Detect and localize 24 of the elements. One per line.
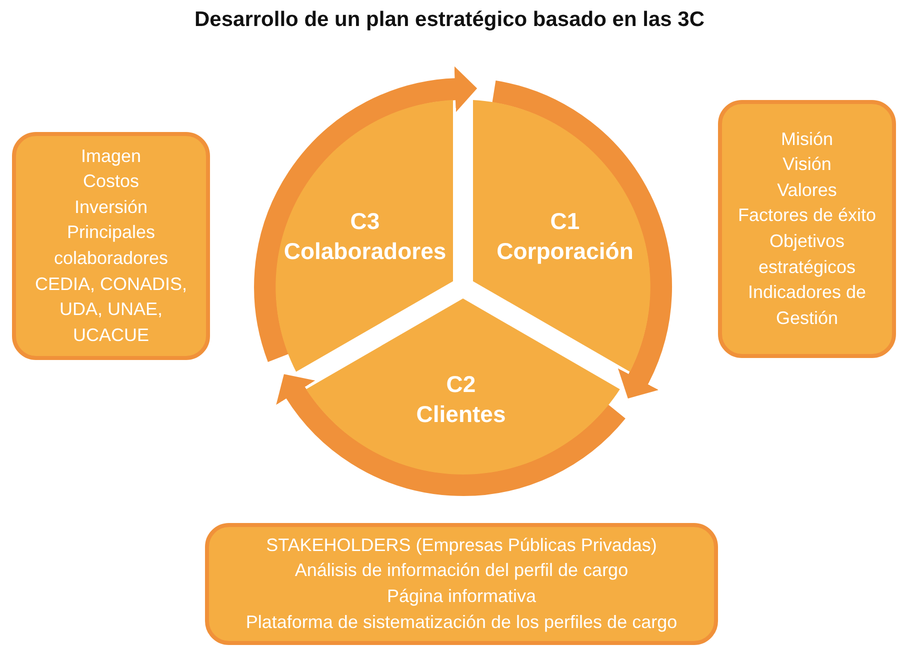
sector-label: C1 bbox=[549, 207, 581, 236]
sector-label: Clientes bbox=[416, 400, 506, 429]
list-item: Costos bbox=[82, 170, 140, 194]
list-item: Plataforma de sistematización de los perfiles de cargo bbox=[246, 610, 678, 634]
info-box bbox=[205, 523, 718, 645]
info-box bbox=[12, 132, 210, 360]
list-item: Inversión bbox=[74, 196, 148, 219]
sector-label: C2 bbox=[445, 370, 477, 400]
sector-label: Colaboradores bbox=[284, 237, 446, 266]
diagram-title: Desarrollo de un plan estratégico basado en las 3C bbox=[194, 8, 706, 32]
list-item: Objetivos estratégicos bbox=[757, 230, 857, 279]
list-item: Indicadores de Gestión bbox=[746, 281, 868, 330]
list-item: Imagen bbox=[80, 144, 142, 168]
list-item: STAKEHOLDERS (Empresas Públicas Privadas) bbox=[266, 534, 657, 557]
list-item: Análisis de información del perfil de cargo bbox=[294, 559, 628, 582]
list-item: Valores bbox=[777, 178, 837, 202]
sector-label: C3 bbox=[349, 207, 381, 236]
sector-label: Corporación bbox=[496, 237, 634, 266]
list-item: Misión bbox=[780, 128, 833, 151]
list-item: Página informativa bbox=[386, 585, 536, 608]
list-item: Visión bbox=[782, 153, 832, 176]
list-item: Principales colaboradores CEDIA, CONADIS, UDA, UNAE, UCACUE bbox=[34, 221, 188, 347]
info-box bbox=[718, 100, 896, 358]
list-item: Factores de éxito bbox=[738, 204, 876, 228]
